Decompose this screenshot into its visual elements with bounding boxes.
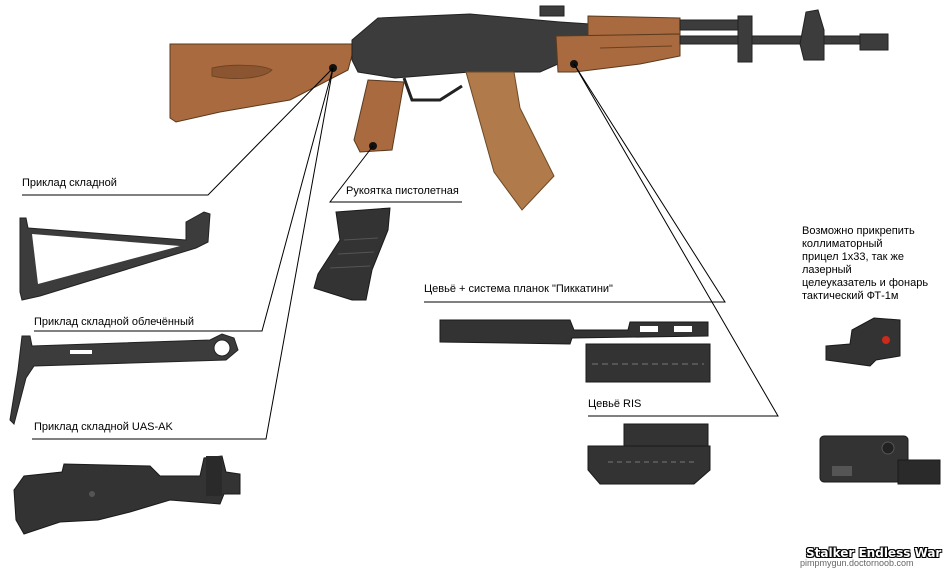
label-stock-folding-light: Приклад складной облечённый (34, 316, 195, 328)
part-stock-folding (19, 211, 211, 301)
part-stock-folding-light (9, 333, 239, 425)
rifle-butt-stock (169, 43, 356, 123)
leader-stock-folding-light (34, 67, 334, 332)
picatinny-vent-2 (674, 326, 692, 332)
stock-uas-hole (89, 491, 95, 497)
part-stock-uas (13, 455, 241, 535)
rifle-handguard-groove (599, 45, 673, 49)
stock-folding-opening (32, 234, 180, 284)
leader-pistol-grip (328, 145, 462, 203)
grip-body (313, 207, 391, 301)
rifle-barrel (679, 35, 881, 45)
label-handguard-ris: Цевьё RIS (588, 398, 642, 410)
rifle-front-sight (799, 9, 825, 61)
picatinny-rail-top (439, 319, 709, 345)
rifle-upper-handguard (587, 15, 681, 37)
leader-handguard-picatinny (424, 63, 726, 303)
part-collimator-sight (825, 317, 901, 367)
label-stock-uas: Приклад складной UAS-AK (34, 421, 173, 433)
label-stock-folding: Приклад складной (22, 177, 117, 189)
rifle-lower-handguard (555, 33, 681, 73)
part-handguard-picatinny (439, 319, 711, 383)
rifle-trigger-guard (402, 77, 463, 102)
ris-lower (587, 445, 711, 485)
leader-stock-folding (22, 67, 334, 196)
ris-upper (623, 423, 709, 447)
label-handguard-picatinny: Цевьё + система планок "Пиккатини" (424, 283, 613, 295)
rifle-muzzle (859, 33, 889, 51)
grip-rib-2 (337, 251, 375, 255)
stock-uas-hinge (206, 456, 222, 496)
part-pistol-grip (313, 207, 391, 301)
stock-light-hinge (213, 339, 231, 357)
collimator-red-dot-icon (882, 336, 890, 344)
leader-lines (22, 63, 779, 440)
rifle-gas-block (737, 15, 753, 63)
watermark-title: Stalker Endless War (806, 546, 942, 560)
collimator-body (825, 317, 901, 367)
watermark-url: pimpmygun.doctornoob.com (800, 558, 914, 568)
part-handguard-ris (587, 423, 711, 485)
stock-light-slot (70, 350, 92, 354)
part-tactical-light (819, 435, 941, 485)
rifle-gas-tube (679, 19, 747, 31)
rifle-stock-groove (211, 64, 273, 79)
rifle-receiver (351, 13, 591, 79)
tactical-light-lens-icon (881, 441, 895, 455)
picatinny-vent-1 (640, 326, 658, 332)
grip-rib-3 (329, 265, 371, 269)
accessory-note: Возможно прикрепить коллиматорный прицел… (802, 225, 929, 302)
stock-light-body (9, 333, 239, 425)
rifle (169, 5, 889, 211)
rifle-magazine (465, 71, 555, 211)
stock-uas-body (13, 455, 241, 535)
leader-handguard-ris (573, 63, 779, 417)
rifle-rear-sight (539, 5, 565, 17)
rifle-pistol-grip (353, 79, 405, 153)
grip-rib-1 (343, 237, 379, 241)
tactical-light-switch (832, 466, 852, 476)
leader-stock-uas (32, 67, 334, 440)
label-pistol-grip: Рукоятка пистолетная (346, 185, 459, 197)
tactical-light-barrel (897, 459, 941, 485)
